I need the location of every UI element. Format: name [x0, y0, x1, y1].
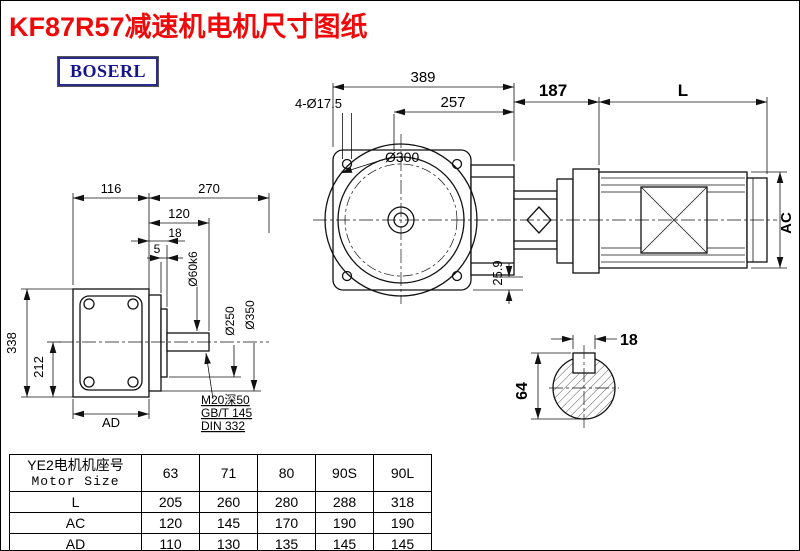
dim-spigot-diameter: Ø250	[223, 306, 237, 336]
housing-bolt	[127, 298, 139, 310]
row-AC-value: 170	[257, 512, 316, 534]
dim-body-height: AD	[102, 415, 120, 430]
housing-bolt	[83, 376, 95, 388]
row-L-value: 288	[315, 491, 374, 513]
row-AD-value: 145	[373, 533, 432, 550]
bolt-hole	[451, 270, 463, 282]
label-standard-gb: GB/T 145	[201, 406, 252, 420]
bolt-hole	[341, 270, 353, 282]
dim-output-flange-diameter: Ø350	[243, 300, 257, 330]
motor-dimension-table: YE2电机机座号 Motor Size 63 71 80 90S 90L L 2…	[9, 454, 432, 550]
front-view-gearbox	[72, 288, 210, 398]
row-L-label: L	[9, 491, 142, 513]
dim-overall-width: 389	[410, 69, 435, 86]
label-center-tap: M20深50	[201, 393, 250, 407]
size-90S-cell: 90S	[315, 454, 374, 492]
label-standard-din: DIN 332	[201, 419, 245, 433]
adapter-step	[556, 178, 574, 264]
row-AC-value: 120	[141, 512, 200, 534]
logo-text: BOSERL	[70, 61, 147, 81]
size-71-cell: 71	[199, 454, 258, 492]
housing-bolt	[83, 298, 95, 310]
drawing-line	[640, 186, 708, 254]
table-row-AD: AD 110 130 135 145 145	[9, 533, 432, 550]
dim-key-height: 64	[514, 382, 531, 400]
dim-shaft-diameter: Ø60k6	[186, 251, 200, 287]
dimension-lines	[21, 83, 787, 420]
row-AD-value: 130	[199, 533, 258, 550]
dim-flange-thickness: 18	[168, 226, 182, 240]
page-title: KF87R57减速机电机尺寸图纸	[9, 12, 368, 42]
motor-assembly	[513, 168, 768, 274]
row-AD-label: AD	[9, 533, 142, 550]
housing-bolt	[127, 376, 139, 388]
row-AD-value: 110	[141, 533, 200, 550]
dim-foot-offset: 25.9	[490, 260, 505, 285]
dim-adapter-length: 187	[539, 81, 567, 100]
dim-center-height: 212	[31, 356, 46, 378]
table-row-L: L 205 260 280 288 318	[9, 491, 432, 513]
row-AD-value: 145	[315, 533, 374, 550]
row-AC-label: AC	[9, 512, 142, 534]
row-L-value: 260	[199, 491, 258, 513]
flange-spigot	[160, 308, 168, 378]
dim-overall-height: 338	[4, 332, 19, 354]
row-AC-value: 190	[373, 512, 432, 534]
dim-body-depth: 270	[198, 181, 220, 196]
size-90L-cell: 90L	[373, 454, 432, 492]
output-flange	[148, 294, 162, 392]
drawing-rect	[79, 295, 143, 391]
size-80-cell: 80	[257, 454, 316, 492]
row-L-value: 318	[373, 491, 432, 513]
drawing-line	[204, 352, 214, 400]
row-AD-value: 135	[257, 533, 316, 550]
motor-size-label-cn: YE2电机机座号	[27, 457, 124, 473]
dim-input-flange-diameter: Ø300	[385, 149, 419, 165]
dimension-labels: 389 257 4-Ø17.5 Ø300 187 L AC 25.9 116 2…	[4, 69, 795, 433]
row-L-value: 280	[257, 491, 316, 513]
dim-flange-to-end: 257	[440, 94, 465, 111]
dim-shaft-length: 120	[168, 206, 190, 221]
row-L-value: 205	[141, 491, 200, 513]
size-63-cell: 63	[141, 454, 200, 492]
row-AC-value: 190	[315, 512, 374, 534]
table-header-row: YE2电机机座号 Motor Size 63 71 80 90S 90L	[9, 454, 432, 492]
table-row-AC: AC 120 145 170 190 190	[9, 512, 432, 534]
bolt-hole	[451, 158, 463, 170]
dim-mounting-holes: 4-Ø17.5	[295, 96, 342, 111]
centerlines	[59, 134, 777, 429]
boserl-logo: BOSERL	[58, 57, 159, 86]
dim-motor-length: L	[678, 81, 688, 100]
dim-spigot-depth: 5	[154, 242, 161, 256]
motor-size-label-en: Motor Size	[31, 474, 120, 489]
motor-flange-disc	[572, 168, 600, 274]
motor-size-header-cell: YE2电机机座号 Motor Size	[9, 454, 142, 492]
row-AC-value: 145	[199, 512, 258, 534]
dim-body-width: 116	[101, 181, 122, 196]
dim-motor-diameter: AC	[778, 212, 795, 234]
drawing-line	[340, 158, 386, 174]
dim-key-width: 18	[620, 332, 638, 349]
